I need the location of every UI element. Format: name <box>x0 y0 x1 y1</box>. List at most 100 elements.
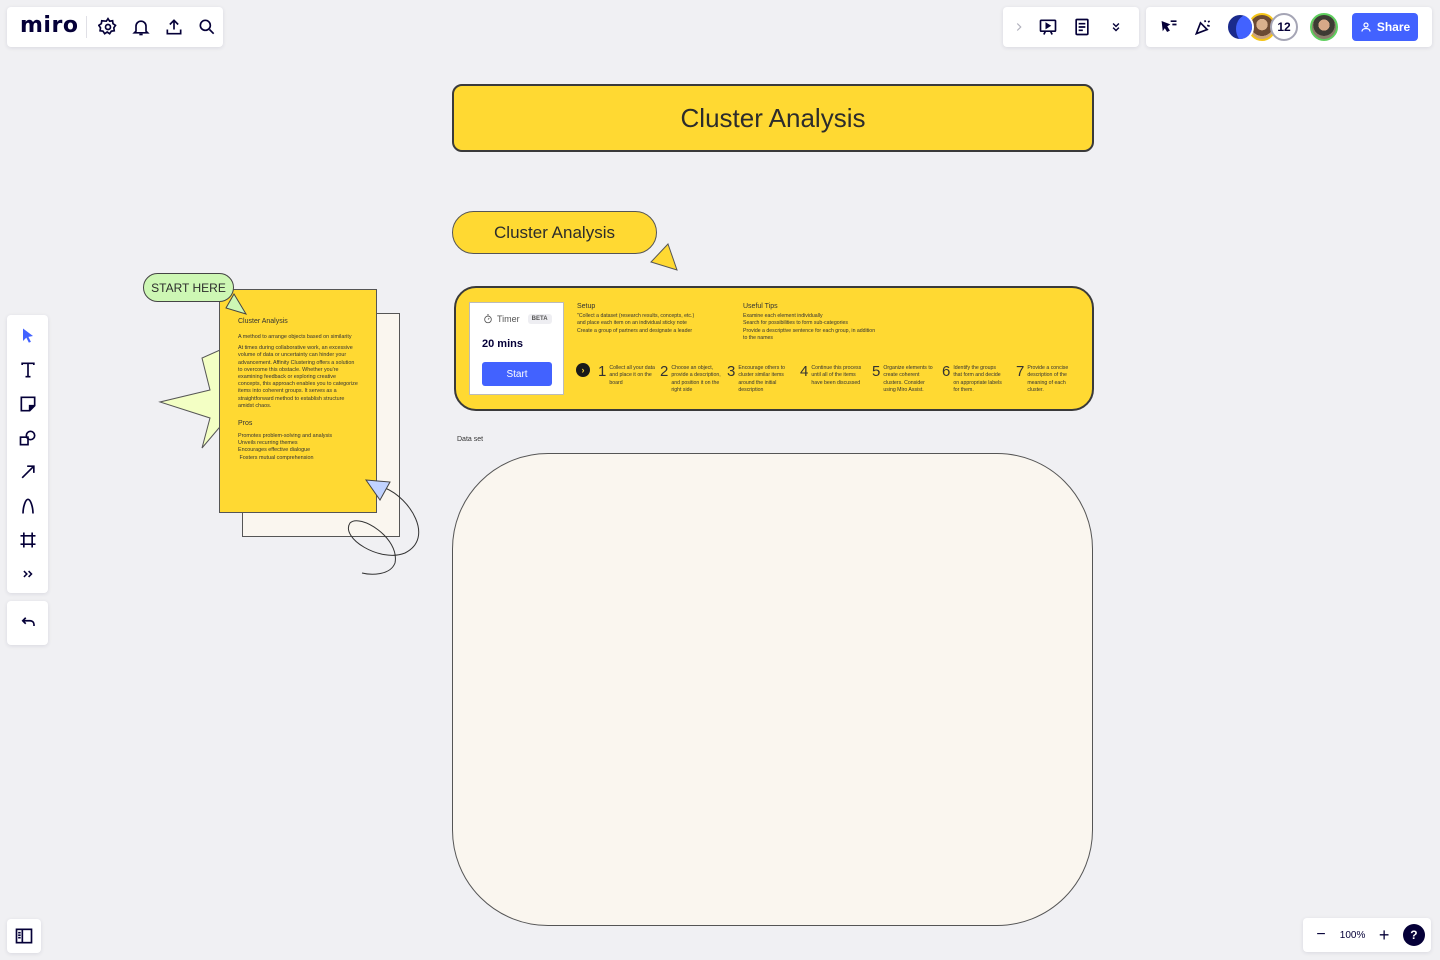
setup-line: "Collect a dataset (research results, co… <box>577 313 695 319</box>
curly-connector[interactable] <box>340 478 430 578</box>
bell-icon <box>132 20 150 36</box>
zoom-out-button[interactable]: − <box>1316 926 1326 943</box>
chevron-right-icon <box>1016 23 1022 31</box>
tool-pen[interactable] <box>11 489 45 523</box>
share-button[interactable]: Share <box>1352 13 1418 41</box>
pros-item: Fosters mutual comprehension <box>238 454 314 461</box>
pros-item: Unveils recurring themes <box>238 440 298 447</box>
step-2: 2 Choose an object, provide a descriptio… <box>660 364 723 394</box>
step-number: 2 <box>660 363 669 380</box>
dataset-area[interactable] <box>452 453 1093 926</box>
tool-text[interactable] <box>11 353 45 387</box>
beta-badge: BETA <box>527 314 552 324</box>
tool-select[interactable] <box>11 319 45 353</box>
setup-line: Create a group of partners and designate… <box>577 327 693 334</box>
tool-shapes[interactable] <box>11 421 45 455</box>
pen-icon <box>21 498 34 514</box>
settings-button[interactable] <box>91 10 124 44</box>
miro-logo[interactable]: miro <box>20 15 88 38</box>
arrow-icon <box>21 465 35 479</box>
cursor-filter-button[interactable] <box>1152 10 1186 44</box>
step-text: Choose an object, provide a description,… <box>671 365 721 393</box>
timer-duration[interactable]: 20 mins <box>482 338 523 350</box>
tool-more[interactable] <box>11 557 45 591</box>
undo-button[interactable] <box>7 601 48 645</box>
presentation-icon <box>1039 19 1057 35</box>
collaborator-avatars[interactable]: 12 <box>1226 13 1338 41</box>
sticky-note-icon <box>20 396 35 412</box>
cursor-icon <box>22 328 33 343</box>
tip-line: Search for possibilities to form sub-cat… <box>743 320 848 327</box>
step-number: 7 <box>1016 363 1025 380</box>
search-icon <box>199 19 214 35</box>
share-label: Share <box>1376 20 1411 34</box>
setup-heading: Setup <box>577 303 596 310</box>
board-panel-toggle[interactable] <box>7 919 41 953</box>
tool-arrow[interactable] <box>11 455 45 489</box>
step-number: 4 <box>800 363 809 380</box>
sticky-body: At times during collaborative work, an e… <box>238 345 358 409</box>
step-7: 7 Provide a concise description of the m… <box>1016 364 1079 394</box>
useful-tips-section: Useful Tips Examine each element individ… <box>743 303 918 342</box>
step-6: 6 Identify the groups that form and deci… <box>942 364 1005 394</box>
sticky-intro: A method to arrange objects based on sim… <box>238 334 352 340</box>
zoom-in-button[interactable]: + <box>1378 924 1390 945</box>
green-pointer-shape[interactable] <box>224 292 248 316</box>
step-text: Provide a concise description of the mea… <box>1027 365 1069 393</box>
pros-heading: Pros <box>238 420 253 428</box>
timer-start-button[interactable]: Start <box>482 362 552 386</box>
step-5: 5 Organize elements to create coherent c… <box>872 364 935 394</box>
blue-pointer-shape[interactable] <box>364 478 392 502</box>
intro-sticky-note[interactable]: Cluster Analysis A method to arrange obj… <box>219 289 377 513</box>
pros-item: Promotes problem-solving and analysis <box>238 433 333 440</box>
sidebar-panel-icon <box>15 928 33 944</box>
undo-icon <box>21 617 35 626</box>
user-icon <box>1361 22 1371 32</box>
collaborator-count-badge[interactable]: 12 <box>1270 13 1298 41</box>
presentation-button[interactable] <box>1031 10 1065 44</box>
tool-frame[interactable] <box>11 523 45 557</box>
next-arrow-icon: › <box>576 363 590 377</box>
search-button[interactable] <box>190 10 223 44</box>
board-title-banner[interactable]: Cluster Analysis <box>452 84 1094 152</box>
tool-sticky-note[interactable] <box>11 387 45 421</box>
avatar[interactable] <box>1226 13 1254 41</box>
celebrate-icon <box>1194 19 1211 36</box>
help-button[interactable]: ? <box>1402 924 1425 946</box>
setup-section: Setup "Collect a dataset (research resul… <box>577 303 737 335</box>
step-number: 1 <box>598 363 607 380</box>
yellow-pointer-shape[interactable] <box>648 242 680 274</box>
notifications-button[interactable] <box>124 10 157 44</box>
frame-icon <box>20 532 35 548</box>
step-number: 3 <box>727 363 736 380</box>
notes-button[interactable] <box>1065 10 1099 44</box>
celebrate-button[interactable] <box>1186 10 1220 44</box>
stopwatch-icon <box>484 314 492 324</box>
creation-toolbar <box>7 315 48 593</box>
shapes-icon <box>19 430 35 446</box>
step-text: Identify the groups that form and decide… <box>953 365 1002 393</box>
step-text: Organize elements to create coherent clu… <box>883 365 933 393</box>
dataset-label: Data set <box>457 436 484 443</box>
double-chevron-right-icon <box>22 570 33 578</box>
step-4: 4 Continue this process until all of the… <box>800 364 863 387</box>
settings-icon <box>97 17 117 35</box>
main-menu-bar: miro <box>7 7 223 47</box>
zoom-controls: − 100% + ? <box>1303 918 1431 952</box>
step-text: Collect all your data and place it on th… <box>609 365 655 386</box>
start-here-pill[interactable]: START HERE <box>143 273 234 302</box>
tips-heading: Useful Tips <box>743 303 778 310</box>
step-number: 6 <box>942 363 951 380</box>
zoom-level[interactable]: 100% <box>1339 929 1366 941</box>
setup-line: and place each item on an individual sti… <box>577 320 687 327</box>
export-button[interactable] <box>157 10 190 44</box>
current-user-avatar[interactable] <box>1310 13 1338 41</box>
expand-button[interactable] <box>1007 10 1031 44</box>
tip-line: Provide a descriptive sentence for each … <box>743 327 876 334</box>
text-icon <box>20 362 35 378</box>
cursor-filter-icon <box>1161 20 1177 32</box>
tip-line: Examine each element individually <box>743 313 823 319</box>
section-title-pill[interactable]: Cluster Analysis <box>452 211 657 254</box>
more-tools-button[interactable] <box>1099 10 1133 44</box>
timer-widget: Timer BETA 20 mins Start <box>469 302 564 395</box>
